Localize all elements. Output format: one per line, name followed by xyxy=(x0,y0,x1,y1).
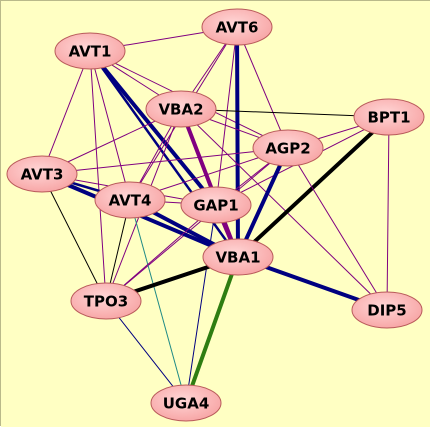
node-label: TPO3 xyxy=(84,293,128,311)
edge-avt4-uga4 xyxy=(129,199,187,404)
edge-vba2-dip5 xyxy=(180,108,388,311)
node-ellipse[interactable] xyxy=(252,129,324,167)
node-label: DIP5 xyxy=(367,302,406,320)
edge-agp2-tpo3 xyxy=(105,147,289,302)
node-ellipse[interactable] xyxy=(6,155,78,193)
edge-avt6-vba1 xyxy=(235,25,240,259)
node-dip5[interactable]: DIP5 xyxy=(351,291,423,329)
node-avt1[interactable]: AVT1 xyxy=(54,32,126,70)
edge-bpt1-vba1 xyxy=(236,115,391,259)
node-avt3[interactable]: AVT3 xyxy=(6,155,78,193)
node-tpo3[interactable]: TPO3 xyxy=(70,282,142,320)
edge-agp2-avt3 xyxy=(41,147,289,175)
node-gap1[interactable]: GAP1 xyxy=(180,186,252,224)
node-label: BPT1 xyxy=(367,109,410,127)
edge-agp2-vba1 xyxy=(236,146,290,259)
edge-avt6-gap1 xyxy=(215,26,238,206)
node-label: VBA2 xyxy=(158,101,203,119)
node-avt4[interactable]: AVT4 xyxy=(94,181,166,219)
node-agp2[interactable]: AGP2 xyxy=(252,129,324,167)
edge-avt1-avt4 xyxy=(89,50,131,201)
node-ellipse[interactable] xyxy=(145,90,217,128)
node-label: UGA4 xyxy=(163,395,210,413)
node-label: AVT1 xyxy=(69,43,112,61)
node-ellipse[interactable] xyxy=(180,186,252,224)
edge-avt1-tpo3 xyxy=(89,50,107,302)
node-label: VBA1 xyxy=(215,249,260,267)
node-avt6[interactable]: AVT6 xyxy=(201,8,273,46)
node-ellipse[interactable] xyxy=(202,238,274,276)
node-vba2[interactable]: VBA2 xyxy=(145,90,217,128)
edge-agp2-dip5 xyxy=(287,147,388,311)
node-ellipse[interactable] xyxy=(70,282,142,320)
edge-avt6-agp2 xyxy=(236,26,289,149)
node-ellipse[interactable] xyxy=(351,291,423,329)
node-ellipse[interactable] xyxy=(201,8,273,46)
node-label: AVT4 xyxy=(109,192,152,210)
node-label: AVT6 xyxy=(216,19,259,37)
edge-avt3-tpo3 xyxy=(41,173,107,302)
node-label: AVT3 xyxy=(21,166,64,184)
node-uga4[interactable]: UGA4 xyxy=(150,384,222,422)
edge-bpt1-dip5 xyxy=(386,116,390,311)
node-ellipse[interactable] xyxy=(150,384,222,422)
edge-gap1-uga4 xyxy=(185,204,217,404)
edge-vba1-uga4 xyxy=(184,255,240,405)
node-vba1[interactable]: VBA1 xyxy=(202,238,274,276)
edge-avt1-gap1 xyxy=(88,49,218,207)
node-label: GAP1 xyxy=(193,197,238,215)
node-ellipse[interactable] xyxy=(54,32,126,70)
node-ellipse[interactable] xyxy=(353,98,425,136)
edge-gap1-tpo3 xyxy=(105,204,217,302)
node-label: AGP2 xyxy=(265,140,310,158)
node-ellipse[interactable] xyxy=(94,181,166,219)
edge-avt1-avt3 xyxy=(41,50,91,175)
node-bpt1[interactable]: BPT1 xyxy=(353,98,425,136)
